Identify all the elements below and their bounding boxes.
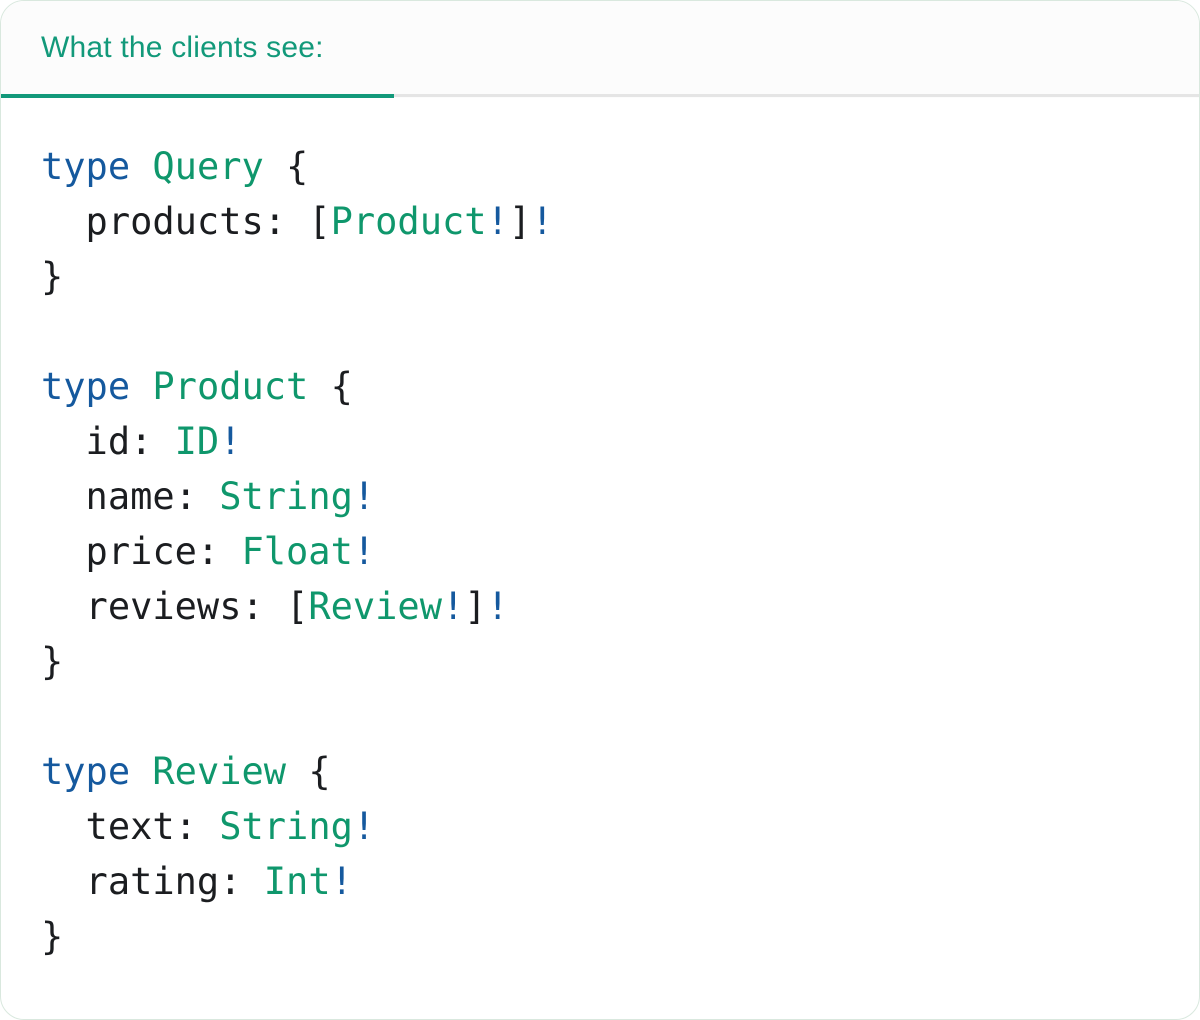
code-token-plain: { <box>286 750 331 793</box>
code-line: price: Float! <box>41 524 1159 579</box>
code-token-plain: name: <box>41 475 220 518</box>
code-token-plain: price: <box>41 530 242 573</box>
code-token-plain: rating: <box>41 860 264 903</box>
code-line: id: ID! <box>41 414 1159 469</box>
code-token-bang: ! <box>486 585 509 628</box>
tabbar-divider <box>1 94 1199 97</box>
code-token-plain: text: <box>41 805 220 848</box>
code-token-typename: Review <box>308 585 442 628</box>
tab-label: What the clients see: <box>41 30 324 64</box>
code-line: reviews: [Review!]! <box>41 579 1159 634</box>
code-token-typename: Query <box>152 145 264 188</box>
code-token-plain: id: <box>41 420 175 463</box>
code-line: type Product { <box>41 359 1159 414</box>
code-token-bang: ! <box>441 585 465 628</box>
code-token-bang: ! <box>486 200 509 243</box>
code-token-bang: ! <box>352 475 376 518</box>
code-token-plain: } <box>41 255 64 298</box>
code-token-bang: ! <box>531 200 554 243</box>
code-token-plain <box>130 365 152 408</box>
code-token-plain: products: [ <box>41 200 331 243</box>
code-token-typename: Float <box>241 530 353 573</box>
code-token-typename: Int <box>263 860 331 903</box>
code-token-keyword: type <box>41 365 131 408</box>
code-token-keyword: type <box>41 145 131 188</box>
code-token-plain <box>130 145 152 188</box>
code-block: type Query { products: [Product!]!} type… <box>1 98 1199 1004</box>
code-line: } <box>41 634 1159 689</box>
code-token-typename: String <box>219 805 353 848</box>
code-line: } <box>41 249 1159 304</box>
code-token-typename: Product <box>152 365 309 408</box>
code-line: type Review { <box>41 744 1159 799</box>
tab-clients-view[interactable]: What the clients see: <box>1 1 370 94</box>
tabbar: What the clients see: <box>1 1 1199 98</box>
code-line: } <box>41 909 1159 964</box>
code-token-plain <box>130 750 152 793</box>
code-token-typename: String <box>219 475 353 518</box>
code-token-plain: { <box>263 145 309 188</box>
code-line <box>41 304 1159 359</box>
code-token-plain: reviews: [ <box>41 585 309 628</box>
code-token-bang: ! <box>330 860 353 903</box>
code-token-plain: } <box>41 915 64 958</box>
code-token-plain: ] <box>508 200 532 243</box>
code-token-typename: Review <box>152 750 287 793</box>
code-token-bang: ! <box>219 420 242 463</box>
active-tab-indicator <box>1 94 394 98</box>
code-token-bang: ! <box>352 530 376 573</box>
code-line: rating: Int! <box>41 854 1159 909</box>
code-line: products: [Product!]! <box>41 194 1159 249</box>
code-token-plain: } <box>41 640 64 683</box>
code-token-typename: Product <box>330 200 487 243</box>
code-token-plain: { <box>308 365 353 408</box>
code-line: text: String! <box>41 799 1159 854</box>
code-token-keyword: type <box>41 750 131 793</box>
code-token-bang: ! <box>352 805 376 848</box>
code-line: type Query { <box>41 139 1159 194</box>
code-line: name: String! <box>41 469 1159 524</box>
code-token-typename: ID <box>174 420 220 463</box>
code-line <box>41 689 1159 744</box>
code-token-plain: ] <box>464 585 487 628</box>
